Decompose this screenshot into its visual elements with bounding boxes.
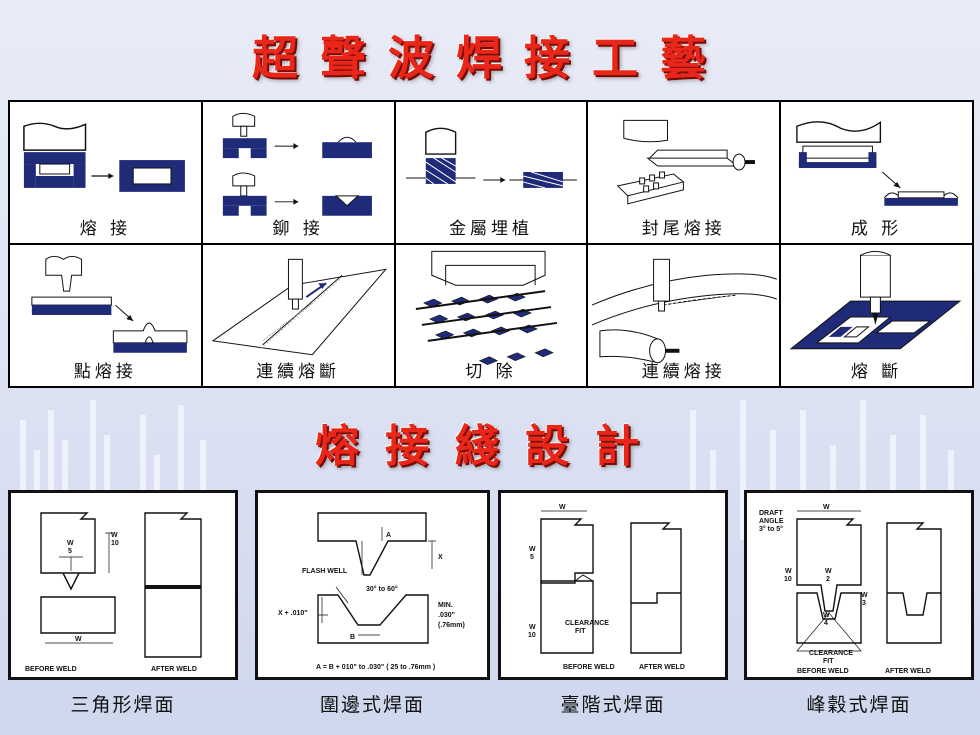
process-label: 成 形 — [850, 219, 903, 239]
design-label-step: 臺階式焊面 — [560, 694, 666, 716]
forming-diagram — [796, 120, 959, 206]
continuous-cutting-diagram — [211, 258, 387, 356]
process-cell-riveting: 鉚 接 — [202, 102, 394, 243]
process-cell-tail-sealing: 封尾熔接 — [588, 102, 780, 243]
process-label: 鉚 接 — [272, 219, 324, 239]
page-title: 超聲波焊接工藝 — [252, 31, 728, 85]
dim-w5-label: W — [529, 546, 536, 553]
dim-a-label: A — [386, 532, 391, 539]
dim-w5-label: W — [67, 540, 74, 547]
tail-sealing-diagram — [617, 119, 756, 205]
trimming-diagram — [415, 250, 557, 366]
process-label: 封尾熔接 — [641, 219, 726, 239]
perimeter-weld-diagram: A X FLASH WELL 30° to 60° X + .010" MIN.… — [278, 512, 465, 671]
tongue-groove-weld-diagram: DRAFT ANGLE 3° to 5° W W 10 W 2 W 3 W 4 … — [759, 504, 942, 675]
min-value-inch: .030" — [438, 612, 455, 619]
process-label: 切 除 — [465, 362, 517, 382]
after-weld-caption: AFTER WELD — [639, 664, 685, 671]
min-label: MIN. — [438, 602, 453, 609]
before-weld-caption: BEFORE WELD — [797, 668, 849, 675]
angle-label: ANGLE — [759, 518, 784, 525]
dim-w2-label: W — [825, 568, 832, 575]
formula-caption: A = B + 010" to .030" ( 25 to .76mm ) — [316, 664, 435, 671]
design-label-perimeter: 圍邊式焊面 — [319, 694, 425, 716]
dim-w10-label: W — [529, 624, 536, 631]
clearance-label: CLEARANCE — [565, 620, 609, 627]
dim-w10-denominator: 10 — [784, 576, 792, 583]
dim-w10-denominator: 10 — [111, 540, 119, 547]
dim-x-plus-label: X + .010" — [278, 610, 308, 617]
design-label-triangular: 三角形焊面 — [70, 694, 176, 716]
riveting-diagram — [222, 112, 372, 216]
spot-welding-diagram — [31, 255, 188, 353]
dim-w5-denominator: 5 — [530, 554, 534, 561]
process-cell-spot-welding: 點熔接 — [10, 245, 201, 386]
welding-diagram — [23, 122, 185, 192]
dim-w-label: W — [823, 504, 830, 511]
step-weld-diagram: W W 5 W 10 CLEARANCE FIT BEFORE WELD AFT… — [528, 504, 685, 671]
process-cell-continuous-welding: 連續熔接 — [588, 245, 780, 386]
process-cell-fuse-cutting: 熔 斷 — [781, 245, 972, 386]
draft-angle-value: 3° to 5° — [759, 525, 783, 533]
process-cell-trimming: 切 除 — [395, 245, 587, 386]
design-label-tongue-groove: 峰穀式焊面 — [806, 694, 912, 716]
min-value-mm: (.76mm) — [438, 622, 465, 629]
clearance-label: CLEARANCE — [809, 650, 853, 657]
design-panel-tongue-groove: DRAFT ANGLE 3° to 5° W W 10 W 2 W 3 W 4 … — [744, 490, 974, 680]
dim-w4-denominator: 4 — [824, 620, 828, 627]
process-label: 熔 接 — [79, 219, 132, 239]
process-label: 金屬埋植 — [448, 219, 533, 239]
dim-w3-label: W — [861, 592, 868, 599]
before-weld-caption: BEFORE WELD — [25, 666, 77, 673]
metal-insertion-diagram — [405, 127, 577, 189]
before-weld-caption: BEFORE WELD — [563, 664, 615, 671]
design-panel-step: W W 5 W 10 CLEARANCE FIT BEFORE WELD AFT… — [498, 490, 728, 680]
design-panel-triangular: W 5 W 10 W BEFORE WELD AFTER WELD — [8, 490, 238, 680]
after-weld-caption: AFTER WELD — [885, 668, 931, 675]
fit-label: FIT — [575, 628, 586, 635]
dim-w10-denominator: 10 — [528, 632, 536, 639]
process-cell-welding: 熔 接 — [10, 102, 201, 243]
dim-w2-denominator: 2 — [826, 576, 830, 583]
fuse-cutting-diagram — [789, 250, 962, 350]
dim-w-label: W — [559, 504, 566, 511]
continuous-welding-diagram — [592, 258, 778, 364]
section-title-weld-line-design: 熔接綫設計 — [315, 421, 665, 472]
process-label: 連續熔斷 — [256, 362, 341, 382]
process-label: 連續熔接 — [641, 362, 726, 382]
triangular-weld-diagram: W 5 W 10 W BEFORE WELD AFTER WELD — [25, 512, 202, 673]
dim-w10-label: W — [785, 568, 792, 575]
flash-well-label: FLASH WELL — [302, 568, 348, 575]
dim-w3-denominator: 3 — [862, 600, 866, 607]
dim-w5-denominator: 5 — [68, 548, 72, 555]
dim-w-label: W — [75, 636, 82, 643]
process-grid: 熔 接 鉚 接 — [8, 100, 974, 388]
process-cell-metal-insertion: 金屬埋植 — [395, 102, 587, 243]
angle-label: 30° to 60° — [366, 585, 398, 593]
process-label: 點熔接 — [73, 362, 137, 382]
dim-b-label: B — [350, 634, 355, 641]
fit-label: FIT — [823, 658, 834, 665]
dim-w10-label: W — [111, 532, 118, 539]
design-panel-perimeter: A X FLASH WELL 30° to 60° X + .010" MIN.… — [255, 490, 490, 680]
process-cell-continuous-cutting: 連續熔斷 — [202, 245, 394, 386]
process-cell-forming: 成 形 — [781, 102, 972, 243]
after-weld-caption: AFTER WELD — [151, 666, 197, 673]
draft-label: DRAFT — [759, 510, 783, 517]
dim-x-label: X — [438, 554, 443, 561]
process-label: 熔 斷 — [850, 362, 903, 382]
